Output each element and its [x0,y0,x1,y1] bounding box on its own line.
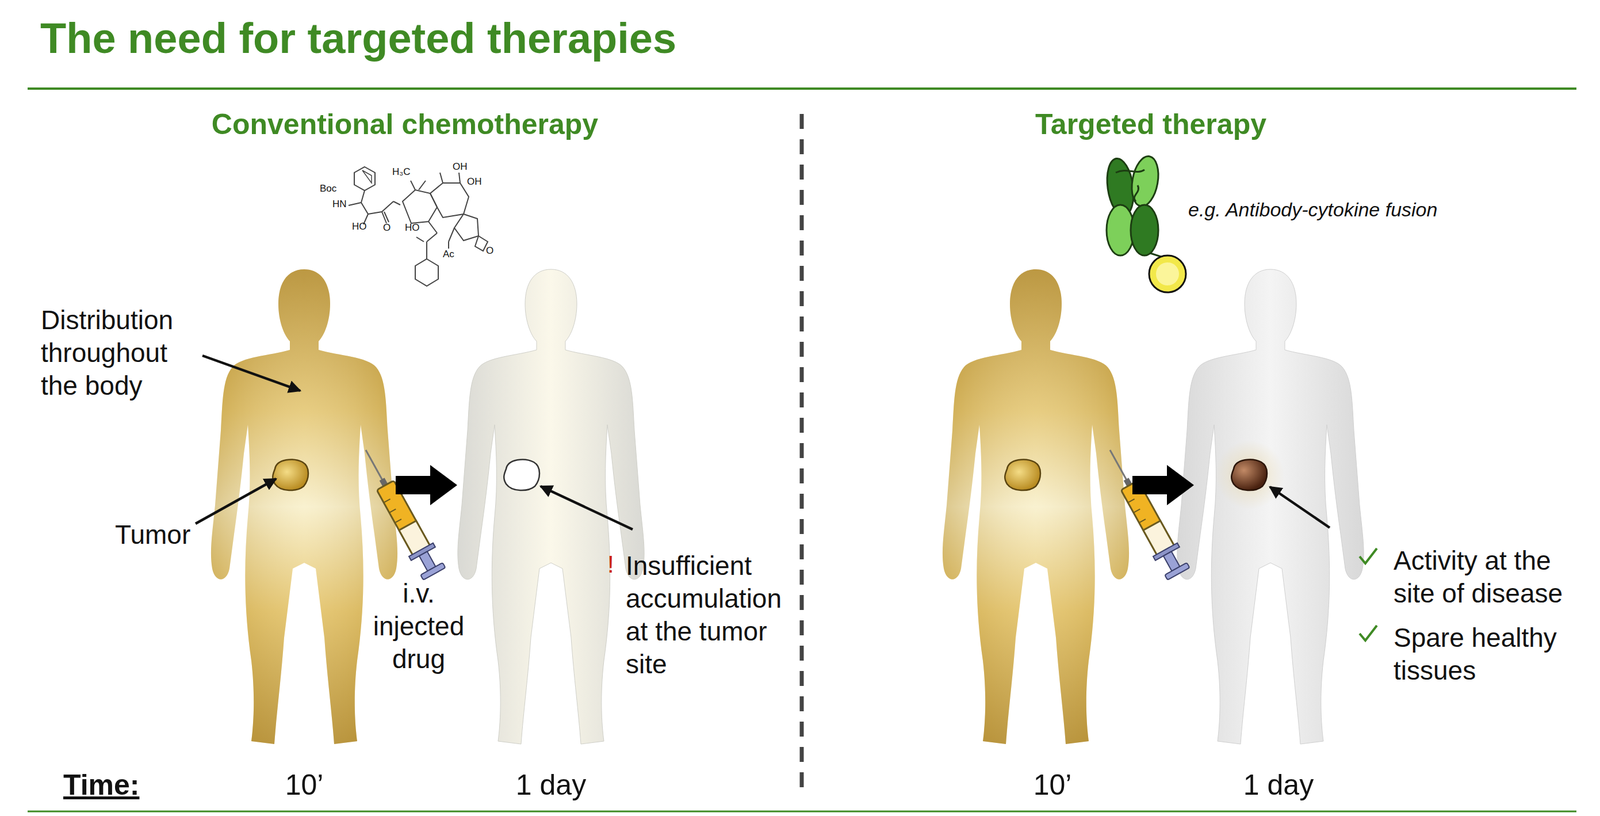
atom-label: OH [452,161,468,173]
example-note: e.g. Antibody-cytokine fusion [1188,197,1438,222]
paclitaxel-structure [348,166,488,286]
page-title: The need for targeted therapies [40,13,677,63]
checkmark [1359,548,1377,564]
tumor [1004,459,1041,491]
syringe [1097,442,1191,580]
warning-mark: ! [607,549,615,579]
tumor [503,459,540,491]
benefit-text: Activity at the site of disease [1393,544,1578,610]
antibody-cytokine-fusion [1103,154,1186,293]
bottom-rule [27,810,1577,813]
divider-dashed [800,113,805,796]
patient-body [1177,269,1364,744]
time-arrow [395,464,458,505]
time-arrow [1132,464,1194,505]
atom-label: O [383,221,391,234]
tumor [272,459,309,491]
atom-label: Boc [319,182,337,195]
atom-label: HN [332,198,347,210]
time-value: 1 day [515,767,587,802]
time-value: 10’ [285,767,324,802]
benefit-text: Spare healthy tissues [1393,621,1578,687]
tumor [1231,459,1268,491]
checkmark [1359,625,1377,641]
patient-body [942,269,1129,744]
time-label: Time: [63,767,140,802]
callout-text: Tumor [115,518,191,551]
panel-heading: Targeted therapy [1035,106,1267,142]
panel-heading: Conventional chemotherapy [211,106,599,142]
atom-label: HO [351,220,367,233]
atom-label: Ac [442,248,455,260]
leader-line [195,355,1330,530]
callout-text: Distribution throughout the body [40,303,192,403]
atom-label: O [485,245,494,257]
atom-label: HO [404,221,420,234]
time-value: 1 day [1243,767,1314,802]
callout-text: i.v. injected drug [358,576,480,676]
atom-label: H₃C [392,166,411,178]
callout-text: Insufficient accumulation at the tumor s… [625,549,796,681]
patient-body [211,269,398,744]
syringe [353,442,447,580]
patient-body [457,269,645,744]
tumor-glow [1215,439,1285,509]
atom-label: OH [467,175,482,188]
title-rule [27,87,1577,90]
time-value: 10’ [1033,767,1073,802]
